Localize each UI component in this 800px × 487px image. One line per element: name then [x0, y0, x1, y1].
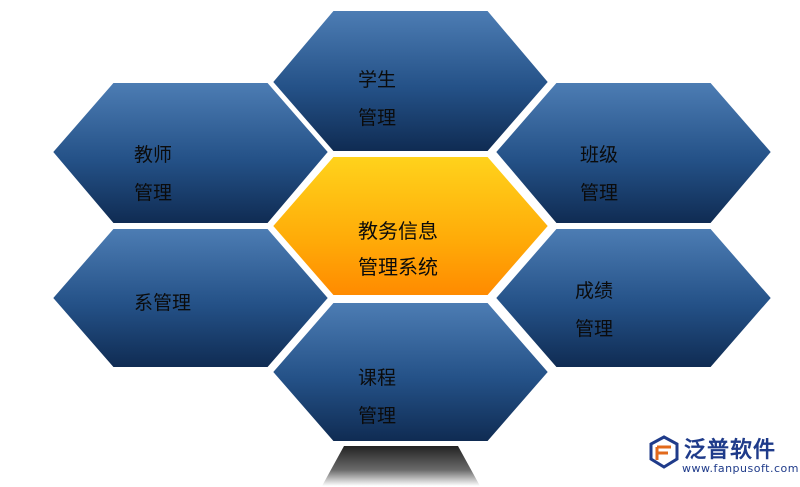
hex-grades-line1: 成绩: [575, 280, 613, 302]
hex-dept-line1: 系管理: [134, 292, 191, 314]
hex-class[interactable]: 班级 管理: [493, 81, 774, 225]
brand-logo: 泛普软件 www.fanpusoft.com: [638, 428, 798, 484]
hex-grades[interactable]: 成绩 管理: [493, 227, 774, 369]
hex-teacher-line2: 管理: [134, 182, 172, 204]
brand-name: 泛普软件: [684, 438, 777, 463]
hex-student-line1: 学生: [358, 69, 396, 91]
hex-class-line2: 管理: [580, 182, 618, 204]
hex-class-line1: 班级: [580, 144, 618, 166]
hex-student[interactable]: 学生 管理: [270, 9, 551, 153]
hex-center[interactable]: 教务信息 管理系统: [270, 155, 551, 297]
hex-course[interactable]: 课程 管理: [270, 301, 551, 443]
brand-logo-icon: [649, 435, 679, 469]
hex-grades-line2: 管理: [575, 318, 613, 340]
hex-dept[interactable]: 系管理: [50, 227, 331, 369]
hex-teacher[interactable]: 教师 管理: [50, 81, 331, 225]
hex-course-line1: 课程: [358, 367, 396, 389]
brand-url: www.fanpusoft.com: [682, 462, 799, 475]
hex-teacher-line1: 教师: [134, 144, 172, 166]
hex-center-line1: 教务信息: [358, 219, 438, 243]
hex-student-line2: 管理: [358, 107, 396, 129]
hex-reflection: [322, 446, 480, 486]
hex-center-line2: 管理系统: [358, 255, 438, 279]
hex-course-line2: 管理: [358, 405, 396, 427]
